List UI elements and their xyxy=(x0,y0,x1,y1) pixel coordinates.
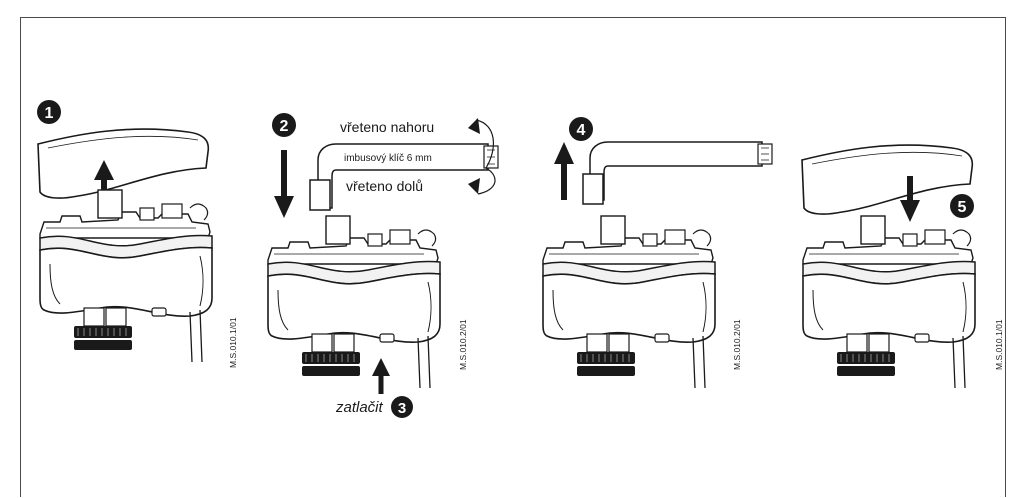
spindle-down-label: vřeteno dolů xyxy=(346,178,423,194)
hex-key-label: imbusový klíč 6 mm xyxy=(344,153,432,164)
arrow-down-head-icon xyxy=(900,200,920,222)
cover-cap xyxy=(37,128,210,199)
step-number: 3 xyxy=(398,400,406,417)
rotate-cw-icon xyxy=(468,118,480,134)
arrow-up-head-icon xyxy=(372,358,390,376)
step-number: 1 xyxy=(45,105,54,122)
step-badge: 5 xyxy=(950,194,974,218)
drawing-code: M.S.010.2/01 xyxy=(458,319,468,370)
push-label: zatlačit xyxy=(335,399,384,416)
step-5-panel: 5 M.S.010.1/01 xyxy=(801,144,1004,389)
arrow-up-head-icon xyxy=(554,142,574,164)
arrow-up-head-icon xyxy=(94,160,114,180)
rotate-ccw-icon xyxy=(468,178,480,194)
drawing-code: M.S.010.1/01 xyxy=(228,317,238,368)
hex-key xyxy=(582,141,773,205)
step-3-callout: zatlačit 3 xyxy=(335,358,413,418)
step-1-panel: 1 M.S.010.1/01 xyxy=(37,100,238,368)
actuator xyxy=(267,215,441,389)
step-number: 5 xyxy=(958,199,967,216)
step-badge: 1 xyxy=(37,100,61,124)
hex-key xyxy=(309,143,499,211)
step-4-panel: 4 M.S.010.2/01 xyxy=(542,117,773,389)
actuator xyxy=(542,215,716,389)
actuator xyxy=(802,215,976,389)
arrow-down-head-icon xyxy=(274,196,294,218)
spindle-up-label: vřeteno nahoru xyxy=(340,119,434,135)
drawing-code: M.S.010.2/01 xyxy=(732,319,742,370)
step-number: 2 xyxy=(280,118,289,135)
cover-cap xyxy=(801,144,974,215)
step-badge: 2 xyxy=(272,113,296,137)
step-number: 4 xyxy=(577,122,586,139)
step-badge: 4 xyxy=(569,117,593,141)
drawing-code: M.S.010.1/01 xyxy=(994,319,1004,370)
step-2-panel: 2 imbusový klíč 6 mm vřeteno nahoru vřet… xyxy=(267,113,499,389)
actuator xyxy=(39,189,213,363)
rotation-arrow-icon xyxy=(475,119,496,195)
